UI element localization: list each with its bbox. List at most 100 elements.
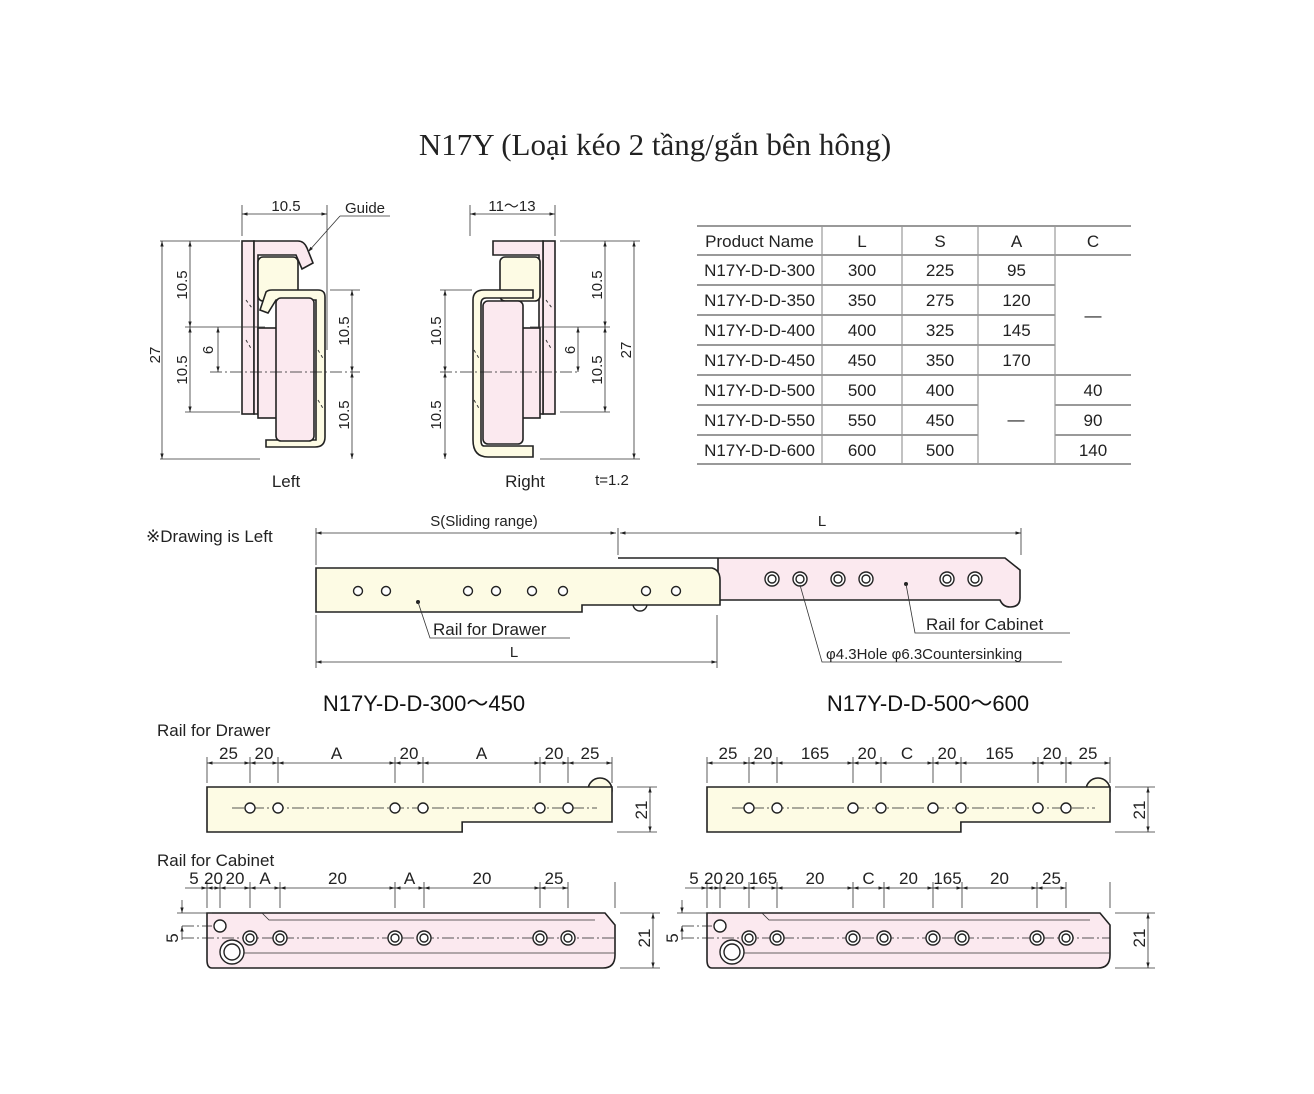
table-cell: 325 xyxy=(926,321,954,340)
dim-height: 21 xyxy=(1130,929,1149,948)
dim-label: 20 xyxy=(1043,744,1062,763)
drawer-rail-hole xyxy=(380,585,392,597)
dim-label: 25 xyxy=(219,744,238,763)
mounting-hole xyxy=(928,933,938,943)
mounting-hole xyxy=(743,802,755,814)
table-cell: 120 xyxy=(1002,291,1030,310)
table-cell: 350 xyxy=(848,291,876,310)
cabinet-rail-hole xyxy=(767,574,777,584)
dim-left-lower: 10.5 xyxy=(428,400,445,429)
roller-hub xyxy=(223,943,241,961)
cabinet-rail-hole xyxy=(833,574,843,584)
dim-label: 20 xyxy=(938,744,957,763)
mounting-hole xyxy=(772,933,782,943)
dim-offset: 5 xyxy=(163,933,182,942)
product-name-cell: N17Y-D-D-600 xyxy=(704,441,815,460)
drawer-rail-hole xyxy=(640,585,652,597)
mounting-hole xyxy=(244,802,256,814)
drawer-rail-hole xyxy=(526,585,538,597)
detail-title-300-450: N17Y-D-D-300〜450 xyxy=(323,691,525,716)
mounting-hole xyxy=(390,933,400,943)
label-right: Right xyxy=(505,472,545,491)
dim-label: 20 xyxy=(899,869,918,888)
rail-edge xyxy=(761,912,1090,921)
mounting-hole xyxy=(534,802,546,814)
mounting-hole xyxy=(562,802,574,814)
cabinet-rail xyxy=(706,912,1111,969)
dim-height: 21 xyxy=(632,801,651,820)
table-cell: 500 xyxy=(926,441,954,460)
mounting-hole xyxy=(771,802,783,814)
dim-label: 20 xyxy=(226,869,245,888)
detail-title-500-600: N17Y-D-D-500〜600 xyxy=(827,691,1029,716)
dim-label: 20 xyxy=(255,744,274,763)
dim-label: 5 xyxy=(689,869,698,888)
dim-label: 20 xyxy=(400,744,419,763)
cabinet-rail-hole xyxy=(861,574,871,584)
cross-section-right: 11〜13 27 10.5 10.5 6 10.5 10.5 Right t=1… xyxy=(428,198,640,491)
dim-offset: 5 xyxy=(663,933,682,942)
table-cell: 170 xyxy=(1002,351,1030,370)
mounting-hole xyxy=(417,802,429,814)
table-header: Product Name xyxy=(705,232,814,251)
dim-height: 27 xyxy=(147,347,164,364)
dim-width-range: 11〜13 xyxy=(488,198,535,215)
drawer-rail-hole xyxy=(490,585,502,597)
mounting-hole xyxy=(419,933,429,943)
dim-label: C xyxy=(862,869,874,888)
table-cell: 450 xyxy=(926,411,954,430)
product-name-cell: N17Y-D-D-500 xyxy=(704,381,815,400)
rail-edge xyxy=(261,912,595,921)
heading-rail-cabinet: Rail for Cabinet xyxy=(157,851,274,870)
drawer-rail-hole xyxy=(352,585,364,597)
dim-label: A xyxy=(259,869,271,888)
mounting-hole xyxy=(563,933,573,943)
product-name-cell: N17Y-D-D-450 xyxy=(704,351,815,370)
dim-label: 25 xyxy=(1042,869,1061,888)
product-name-cell: N17Y-D-D-300 xyxy=(704,261,815,280)
dim-label: 25 xyxy=(719,744,738,763)
page-title: N17Y (Loại kéo 2 tầng/gắn bên hông) xyxy=(419,127,891,162)
table-cell: 140 xyxy=(1079,441,1107,460)
table-header: C xyxy=(1087,232,1099,251)
dim-label: 25 xyxy=(1079,744,1098,763)
dim-right-lower: 10.5 xyxy=(336,400,353,429)
mounting-hole xyxy=(275,933,285,943)
heading-rail-drawer: Rail for Drawer xyxy=(157,721,271,740)
dim-offset: 6 xyxy=(200,346,217,354)
table-cell: 40 xyxy=(1084,381,1103,400)
dim-label: 20 xyxy=(725,869,744,888)
dim-label: 20 xyxy=(806,869,825,888)
table-cell: 450 xyxy=(848,351,876,370)
dim-label: A xyxy=(331,744,343,763)
cabinet-rail-hole xyxy=(970,574,980,584)
table-cell: 600 xyxy=(848,441,876,460)
table-cell: 400 xyxy=(926,381,954,400)
dim-height: 21 xyxy=(635,929,654,948)
table-header: S xyxy=(934,232,945,251)
dim-label: C xyxy=(901,744,913,763)
dim-label: A xyxy=(404,869,416,888)
dim-height: 21 xyxy=(1130,801,1149,820)
mounting-hole xyxy=(1060,802,1072,814)
label-rail-drawer: Rail for Drawer xyxy=(433,620,547,639)
dim-upper: 10.5 xyxy=(589,270,606,299)
mounting-hole xyxy=(847,802,859,814)
table-cell: 90 xyxy=(1084,411,1103,430)
dim-right-upper: 10.5 xyxy=(336,316,353,345)
mounting-hole xyxy=(389,802,401,814)
product-name-cell: N17Y-D-D-550 xyxy=(704,411,815,430)
mounting-hole xyxy=(744,933,754,943)
dim-left-upper: 10.5 xyxy=(428,316,445,345)
cross-section-left: 10.5 Guide 27 10.5 10.5 6 10.5 10.5 Left xyxy=(147,198,390,491)
dim-label: 20 xyxy=(990,869,1009,888)
dim-label: 165 xyxy=(749,869,777,888)
label-rail-cabinet: Rail for Cabinet xyxy=(926,615,1043,634)
mounting-hole xyxy=(535,933,545,943)
dim-label: 20 xyxy=(328,869,347,888)
mounting-hole xyxy=(272,802,284,814)
cabinet-rail-hole xyxy=(795,574,805,584)
mounting-hole xyxy=(957,933,967,943)
table-header: L xyxy=(857,232,866,251)
